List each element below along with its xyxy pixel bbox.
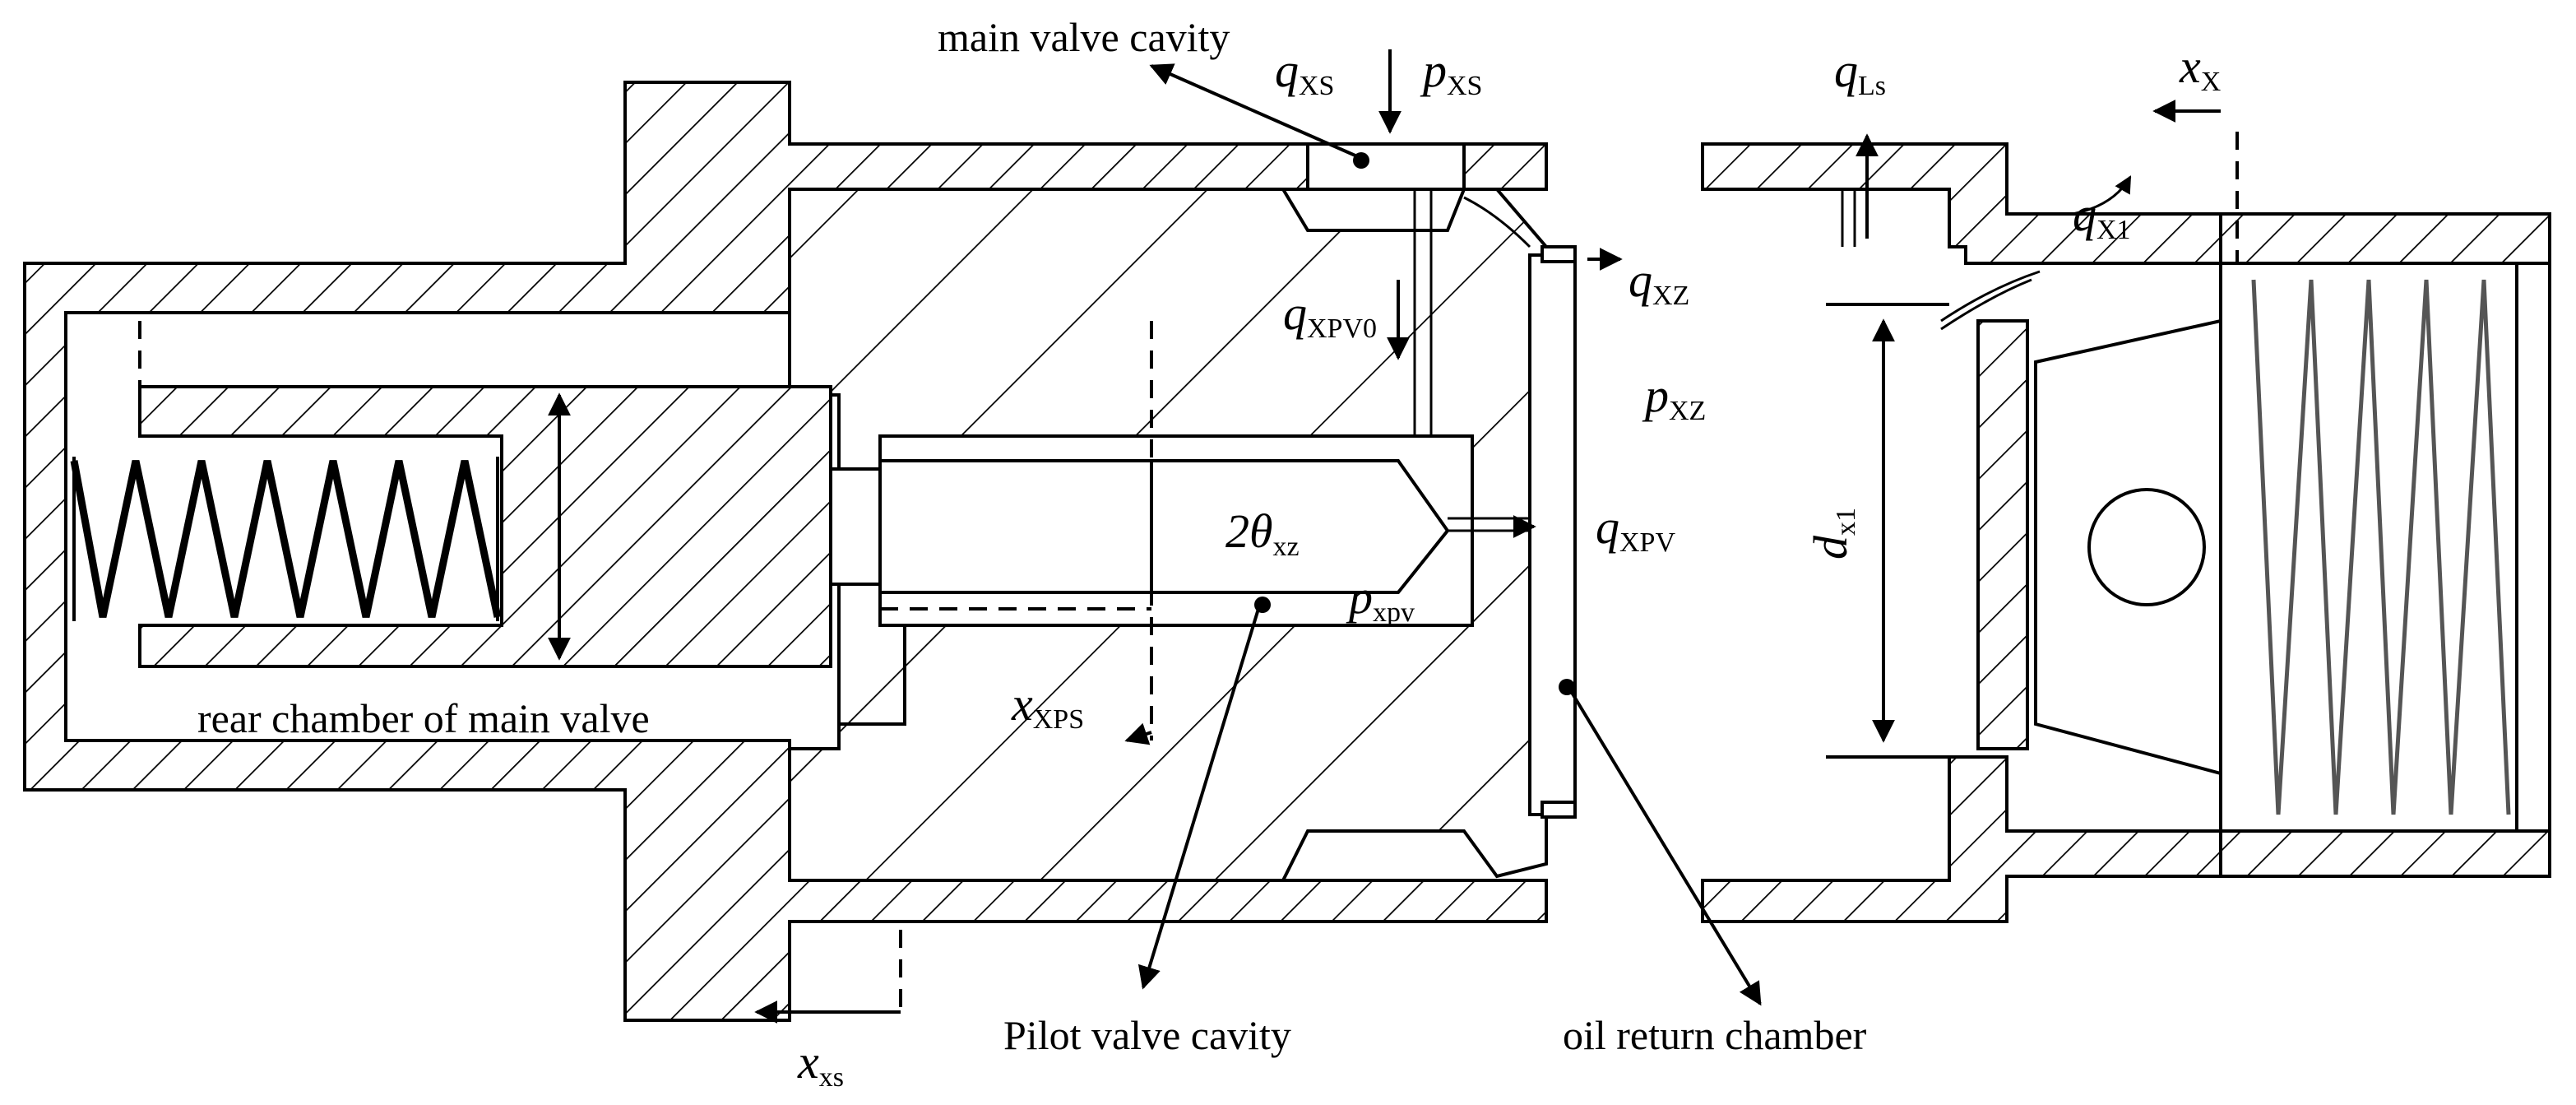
rear-chamber [70,321,832,668]
sym-x-xs: xxs [797,1035,844,1093]
label-rear-chamber: rear chamber of main valve [197,695,650,741]
sym-d-x1: dx1 [1804,508,1861,559]
sym-q-ls: qLs [1834,44,1886,101]
sym-q-x1: qX1 [2073,188,2131,245]
sym-theta-xz: 2θxz [1225,504,1300,562]
sym-q-xpv: qXPV [1596,500,1675,558]
sym-q-xs: qXS [1275,44,1334,101]
sym-q-xpv0: qXPV0 [1283,286,1377,344]
sym-p-xpv: pxpv [1346,570,1415,628]
valve-seat-plate [1528,245,1577,819]
main-valve-cavity-port [1306,142,1466,191]
sym-q-xz: qXZ [1629,253,1689,311]
annotations [548,49,2221,1024]
rear-spring [70,460,502,618]
check-valve [1940,132,2551,833]
sym-p-xs: pXS [1420,44,1482,101]
housing-left [23,81,1548,1022]
check-ball [2087,488,2206,606]
sym-p-xz: pXZ [1642,369,1706,426]
label-main-valve-cavity: main valve cavity [938,14,1230,60]
label-oil-return-chamber: oil return chamber [1563,1012,1867,1058]
housing-right [1701,142,2551,923]
return-spring [2251,279,2511,815]
sym-x-xps: xXPS [1011,677,1084,735]
label-pilot-valve-cavity: Pilot valve cavity [1003,1012,1291,1058]
sym-x-x: xX [2179,39,2221,97]
